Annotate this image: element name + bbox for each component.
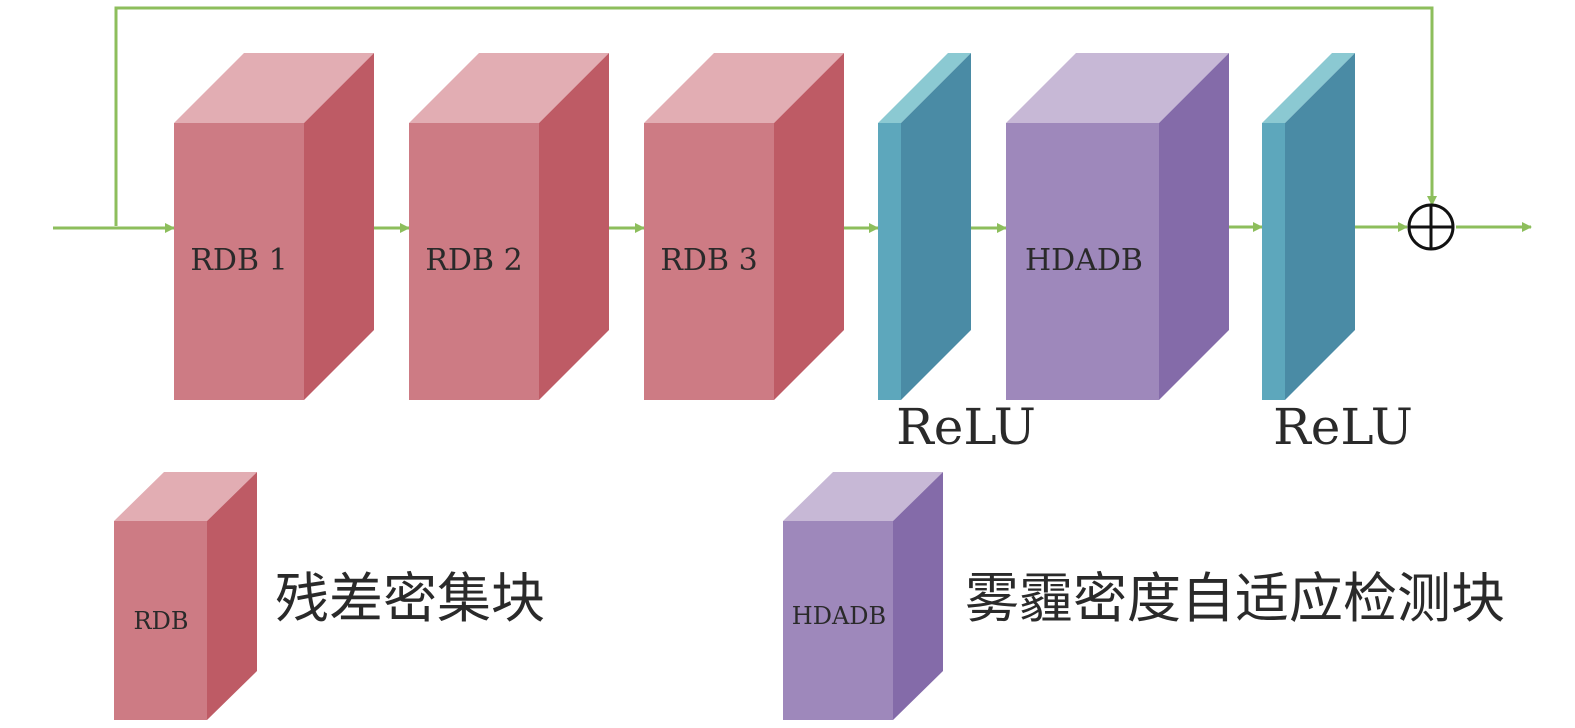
circle-plus-icon (1407, 203, 1455, 251)
hdadb-block-label: HDADB (1025, 243, 1143, 278)
rdb-block-2-label: RDB 2 (425, 243, 522, 278)
legend-rdb-description: 残差密集块 (275, 567, 545, 630)
relu-label-1: ReLU (896, 398, 1036, 456)
rdb-block-1-label: RDB 1 (190, 243, 287, 278)
relu-label-2: ReLU (1273, 398, 1413, 456)
hdadb-block: HDADB (1006, 53, 1229, 400)
rdb-block-3: RDB 3 (644, 53, 844, 400)
rdb-block-3-label: RDB 3 (660, 243, 757, 278)
legend-rdb: RDB (114, 472, 257, 720)
relu-layer-1 (878, 53, 971, 400)
skip-connection (114, 6, 1438, 226)
rdb-block-2: RDB 2 (409, 53, 609, 400)
legend-rdb-block-label: RDB (134, 607, 189, 635)
legend-hdadb: HDADB (783, 472, 943, 720)
legend-hdadb-description: 雾霾密度自适应检测块 (965, 567, 1505, 630)
rdb-block-1: RDB 1 (174, 53, 374, 400)
legend-hdadb-block-label: HDADB (792, 602, 886, 630)
relu-layer-2 (1262, 53, 1355, 400)
